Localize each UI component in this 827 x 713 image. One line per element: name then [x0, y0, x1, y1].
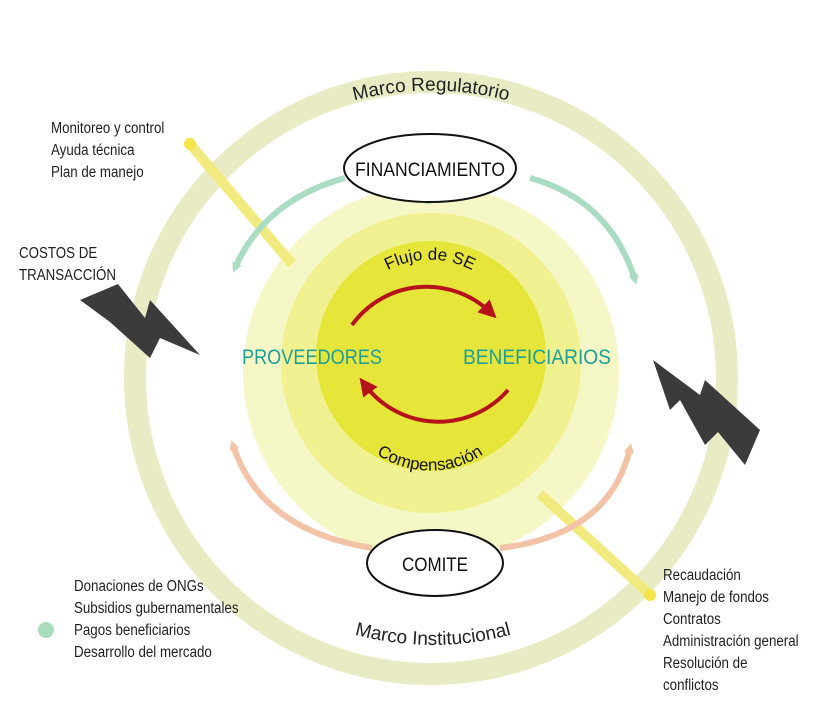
oversight-functions-list: Monitoreo y control Ayuda técnica Plan d…	[51, 118, 164, 184]
committee-functions-list: Recaudación Manejo de fondos Contratos A…	[663, 565, 804, 697]
list-item: Plan de manejo	[51, 164, 144, 181]
transaction-cost-bolt-left	[80, 284, 200, 358]
list-item: Ayuda técnica	[51, 142, 135, 159]
compensation-flow-arrow	[359, 377, 510, 424]
marco-institucional-label: Marco Institucional	[353, 619, 512, 650]
core-disc	[316, 241, 546, 471]
list-item: Monitoreo y control	[51, 120, 165, 137]
list-item: Pagos beneficiarios	[74, 622, 191, 639]
committee-arrow-left	[229, 440, 373, 551]
committee-connector-line	[536, 490, 652, 597]
proveedores-label: PROVEEDORES	[242, 346, 382, 369]
outer-framework-ring	[124, 71, 738, 685]
funding-sources-dot	[38, 622, 54, 638]
funding-arrow-left	[232, 175, 346, 273]
oversight-connector-line	[186, 140, 296, 268]
transaction-costs-line-2: TRANSACCIÓN	[19, 267, 117, 284]
comite-node	[366, 529, 504, 597]
oversight-dot	[184, 138, 196, 150]
list-item: Resolución de conflictos	[663, 655, 748, 694]
list-item: Contratos	[663, 611, 721, 628]
funding-arrow-right	[529, 175, 639, 285]
list-item: Recaudación	[663, 567, 741, 584]
list-item: Manejo de fondos	[663, 589, 769, 606]
transaction-costs-line-1: COSTOS DE	[19, 245, 98, 262]
list-item: Administración general	[663, 633, 799, 650]
ecosystem-services-flow-arrow	[350, 284, 497, 327]
financiamiento-label: FINANCIAMIENTO	[355, 160, 505, 181]
financiamiento-node	[343, 133, 517, 203]
comite-label: COMITE	[402, 555, 468, 576]
committee-dot	[644, 589, 656, 601]
transaction-cost-bolt-right	[653, 360, 760, 465]
list-item: Donaciones de ONGs	[74, 578, 204, 595]
funding-sources-list: Donaciones de ONGs Subsidios gubernament…	[74, 576, 239, 664]
list-item: Desarrollo del mercado	[74, 644, 212, 661]
beneficiarios-label: BENEFICIARIOS	[463, 346, 611, 369]
committee-arrow-right	[499, 443, 634, 551]
transaction-costs-label: COSTOS DE TRANSACCIÓN	[19, 243, 117, 287]
list-item: Subsidios gubernamentales	[74, 600, 239, 617]
